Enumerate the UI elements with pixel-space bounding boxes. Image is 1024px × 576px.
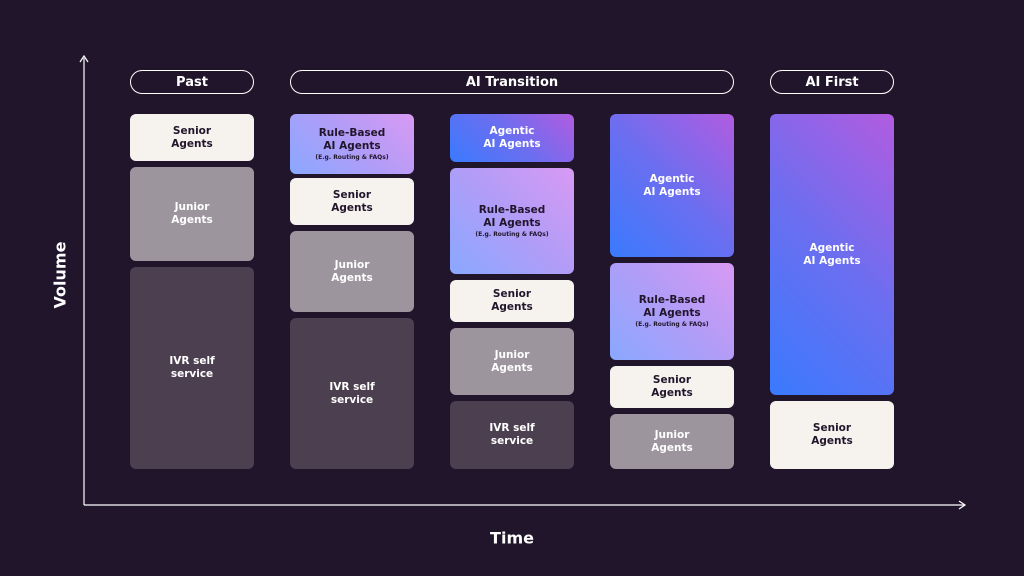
x-axis-title: Time <box>490 528 534 548</box>
block-senior-agents: Senior Agents <box>770 401 894 469</box>
block-ivr-self-service: IVR self service <box>450 401 574 469</box>
block-sublabel: (E.g. Routing & FAQs) <box>635 321 709 328</box>
block-ivr-self-service: IVR self service <box>130 267 254 469</box>
block-label: IVR self service <box>489 422 535 447</box>
block-label: Junior Agents <box>491 348 533 374</box>
block-label: Senior Agents <box>331 188 373 214</box>
block-label: Senior Agents <box>491 288 533 313</box>
block-label: Senior Agents <box>651 374 693 399</box>
block-rule-based-ai-agents: Rule-Based AI Agents (E.g. Routing & FAQ… <box>610 263 734 360</box>
block-label: Junior Agents <box>651 428 693 454</box>
block-agentic-ai-agents: Agentic AI Agents <box>770 114 894 395</box>
block-senior-agents: Senior Agents <box>130 114 254 161</box>
block-junior-agents: Junior Agents <box>130 167 254 261</box>
y-axis-arrowhead <box>79 54 89 63</box>
block-label: IVR self service <box>329 380 375 406</box>
phase-past: Past <box>130 70 254 94</box>
phase-ai-transition: AI Transition <box>290 70 734 94</box>
block-senior-agents: Senior Agents <box>450 280 574 322</box>
phase-ai-first: AI First <box>770 70 894 94</box>
block-sublabel: (E.g. Routing & FAQs) <box>475 230 549 238</box>
block-senior-agents: Senior Agents <box>290 178 414 225</box>
x-axis-arrowhead <box>958 500 967 510</box>
block-label: Rule-Based AI Agents <box>318 126 386 152</box>
block-agentic-ai-agents: Agentic AI Agents <box>450 114 574 162</box>
block-rule-based-ai-agents: Rule-Based AI Agents (E.g. Routing & FAQ… <box>290 114 414 174</box>
block-junior-agents: Junior Agents <box>290 231 414 312</box>
block-label: Junior Agents <box>331 258 373 284</box>
block-label: Agentic AI Agents <box>483 125 541 150</box>
block-label: Rule-Based AI Agents <box>638 294 706 319</box>
block-label: Agentic AI Agents <box>803 241 861 267</box>
block-ivr-self-service: IVR self service <box>290 318 414 469</box>
block-label: Senior Agents <box>171 124 213 150</box>
block-agentic-ai-agents: Agentic AI Agents <box>610 114 734 257</box>
block-senior-agents: Senior Agents <box>610 366 734 408</box>
block-label: Junior Agents <box>171 201 213 226</box>
y-axis-title: Volume <box>50 241 70 309</box>
block-junior-agents: Junior Agents <box>450 328 574 395</box>
block-rule-based-ai-agents: Rule-Based AI Agents (E.g. Routing & FAQ… <box>450 168 574 274</box>
block-label: Senior Agents <box>811 422 853 447</box>
block-label: Rule-Based AI Agents <box>478 203 546 229</box>
block-junior-agents: Junior Agents <box>610 414 734 469</box>
block-label: IVR self service <box>169 355 215 380</box>
block-sublabel: (E.g. Routing & FAQs) <box>315 153 389 161</box>
block-label: Agentic AI Agents <box>643 172 701 198</box>
